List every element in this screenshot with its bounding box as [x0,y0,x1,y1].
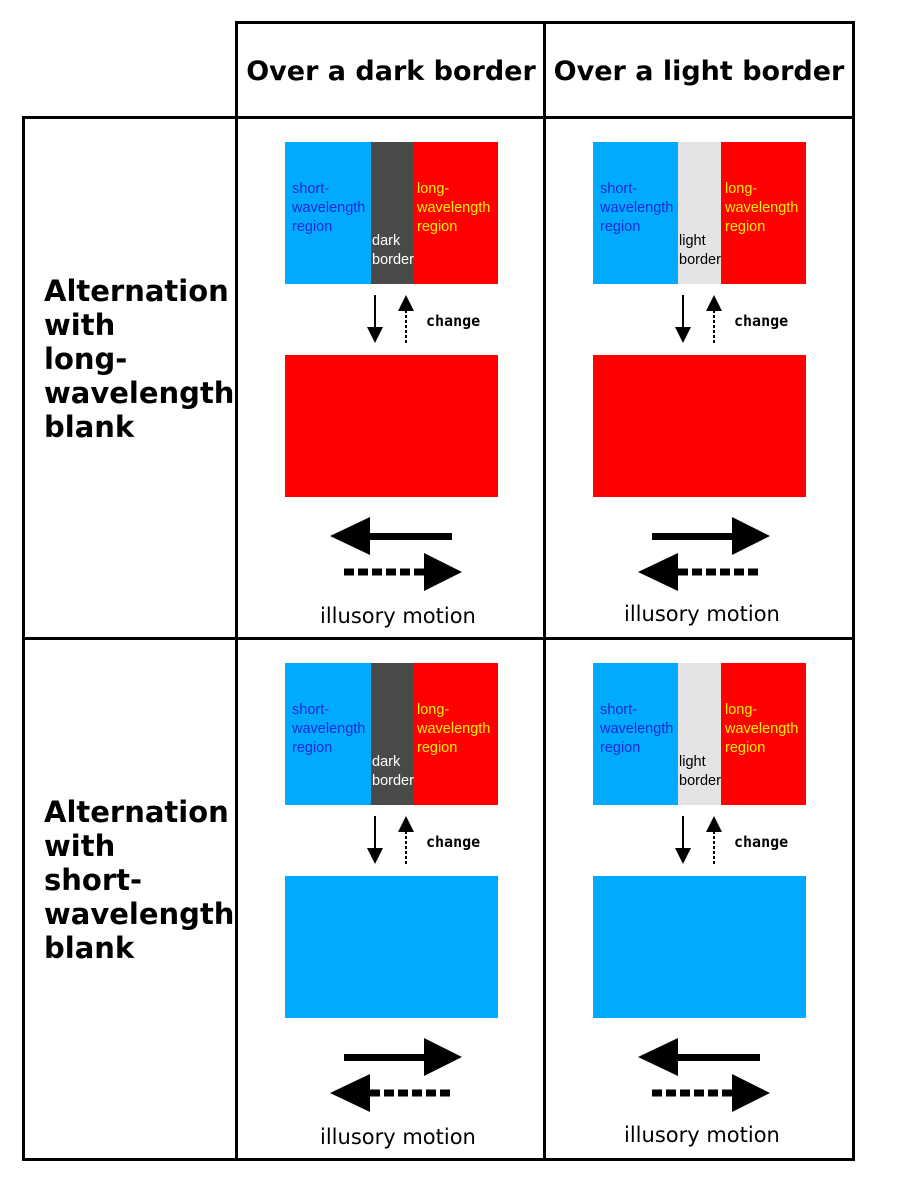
change-label: change [734,312,789,330]
dashed-arrow-left [638,553,760,591]
short-wavelength-region [285,142,371,284]
row-label-short-blank: Alternation with short- wavelength blank [44,795,235,965]
grid-line-left [22,116,25,1161]
grid-line-header-bottom [22,116,854,119]
illusory-motion-label: illusory motion [624,1123,780,1147]
row-label-long-blank: Alternation with long- wavelength blank [44,274,235,444]
long-wavelength-region [721,663,806,805]
dashed-arrow-right [344,553,462,591]
short-wavelength-region [593,142,678,284]
change-arrows [367,295,414,343]
change-arrows [675,295,722,343]
illusory-motion-label: illusory motion [624,602,780,626]
light-border-region [678,663,721,805]
change-label: change [426,833,481,851]
blank-long-wavelength [593,355,806,497]
solid-arrow-right [652,517,770,555]
change-arrows [675,816,722,864]
grid-line-bottom [22,1158,854,1161]
dashed-arrow-right [652,1074,770,1112]
solid-arrow-left [638,1038,760,1076]
blank-short-wavelength [593,876,806,1018]
grid-line-col1 [235,21,238,1161]
long-wavelength-region [721,142,806,284]
light-border-region [678,142,721,284]
column-header-dark-border: Over a dark border [246,55,536,87]
grid-line-right [852,21,855,1161]
change-arrows [367,816,414,864]
long-wavelength-region [413,142,498,284]
short-wavelength-region [285,663,371,805]
grid-line-middle [22,637,854,640]
column-header-light-border: Over a light border [553,55,845,87]
dashed-arrow-left [330,1074,452,1112]
change-label: change [426,312,481,330]
solid-arrow-right [344,1038,462,1076]
change-label: change [734,833,789,851]
long-wavelength-region [413,663,498,805]
dark-border-region [371,142,413,284]
grid-line-col2 [543,21,546,1161]
illusory-motion-label: illusory motion [320,604,476,628]
blank-long-wavelength [285,355,498,497]
solid-arrow-left [330,517,452,555]
short-wavelength-region [593,663,678,805]
dark-border-region [371,663,413,805]
illusory-motion-label: illusory motion [320,1125,476,1149]
blank-short-wavelength [285,876,498,1018]
